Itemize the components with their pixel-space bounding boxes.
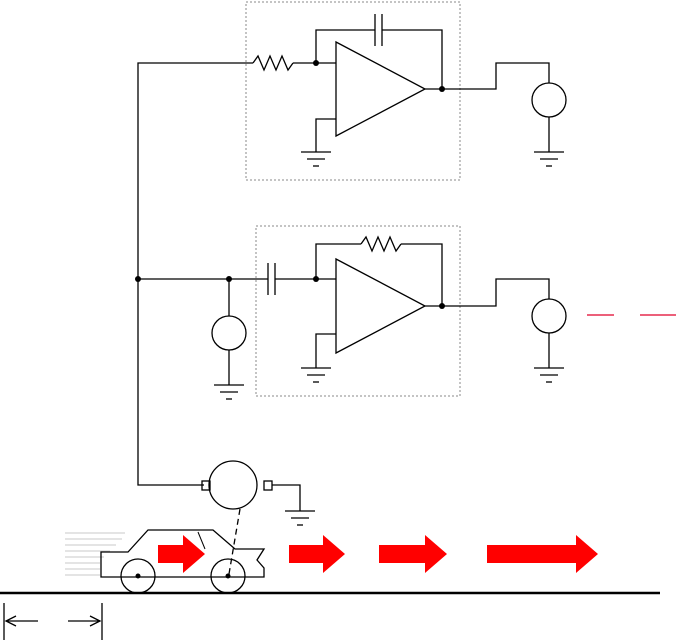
- integrator-enclosure: [246, 2, 460, 180]
- speed-lines: [65, 533, 125, 575]
- differentiator-noninv-wire: [316, 334, 336, 368]
- car-front-hub: [226, 574, 231, 579]
- bottom-output-meter: [532, 299, 566, 333]
- differentiator-enclosure: [256, 226, 460, 396]
- tach-ground-wire: [272, 485, 300, 511]
- integrator-ground-icon: [301, 152, 331, 166]
- integrator-op-amp: [336, 42, 425, 136]
- integrator-feedback-right: [382, 30, 442, 89]
- tachogenerator: [209, 461, 257, 509]
- differentiator-resistor: [361, 237, 401, 251]
- motion-arrow-2: [289, 535, 345, 573]
- differentiator-ground-icon: [301, 368, 331, 382]
- top-meter-ground-icon: [534, 152, 564, 166]
- tach-ground-icon: [285, 511, 315, 525]
- motion-arrow-1: [158, 535, 205, 573]
- differentiator-op-amp: [336, 259, 425, 353]
- differentiator-output-dot: [439, 303, 445, 309]
- integrator-input-wire: [138, 63, 253, 278]
- motion-arrow-3: [379, 535, 447, 573]
- tach-terminal-right: [264, 481, 272, 490]
- motion-arrow-4: [487, 535, 598, 573]
- tach-wire: [138, 279, 204, 485]
- top-meter: [532, 83, 566, 117]
- car-rear-hub: [136, 574, 141, 579]
- integrator-output-dot: [439, 86, 445, 92]
- differentiator-output-wire: [425, 279, 549, 306]
- integrator-output-wire: [425, 63, 549, 89]
- integrator-noninv-wire: [316, 119, 336, 152]
- middle-meter-ground-icon: [214, 385, 244, 399]
- tach-shaft-coupling: [229, 509, 240, 574]
- middle-meter: [212, 316, 246, 350]
- bottom-output-meter-ground-icon: [534, 368, 564, 382]
- car-window-divider: [198, 532, 205, 549]
- differentiator-feedback-left: [316, 244, 361, 279]
- integrator-resistor: [253, 56, 293, 70]
